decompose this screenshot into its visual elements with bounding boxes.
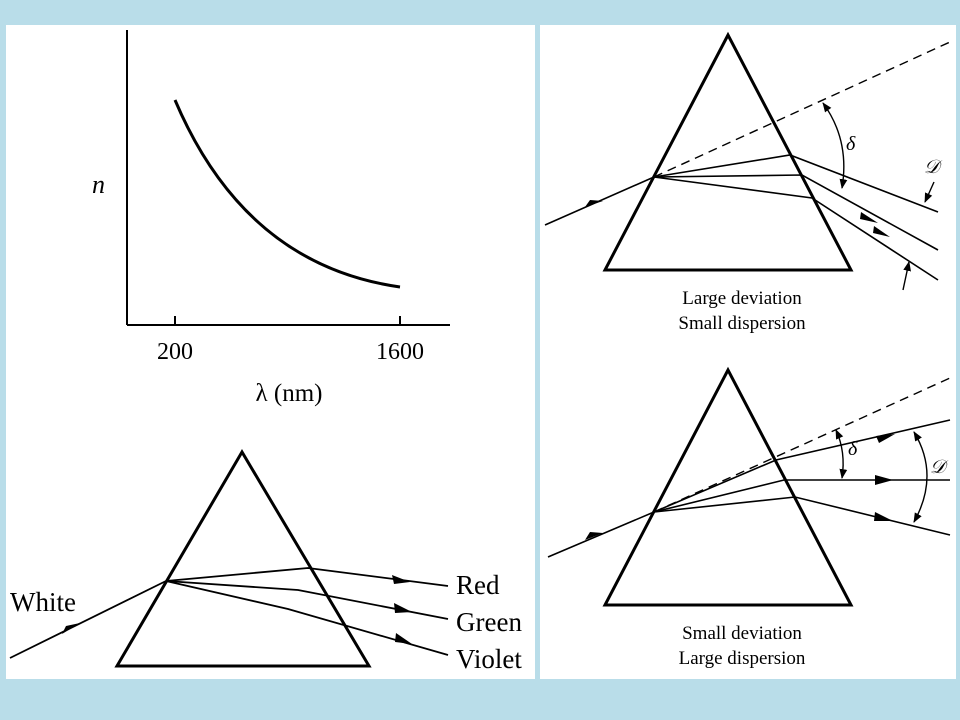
out-arrow-bottom-1	[876, 434, 895, 443]
incident-ray-bottom	[547, 511, 655, 558]
undeviated-dashed-bottom	[653, 377, 951, 513]
red-label: Red	[456, 570, 500, 600]
dispersion-graph: n 200 1600 λ (nm)	[92, 30, 450, 407]
out-arrow-top-2	[860, 212, 878, 223]
white-ray-arrow	[62, 623, 80, 634]
left-panel	[6, 25, 535, 679]
white-light-prism-diagram: White Red Green Violet	[9, 449, 522, 674]
y-axis-label: n	[92, 170, 105, 199]
violet-label: Violet	[456, 644, 522, 674]
delta-label-top: δ	[846, 133, 856, 155]
delta-label-bottom: δ	[848, 438, 858, 460]
prism-triangle-top	[602, 31, 854, 272]
dispersion-pointer-top-upper	[924, 181, 935, 203]
violet-arrow	[395, 633, 412, 644]
dispersion-curve	[173, 99, 401, 289]
out-arrow-bottom-2	[875, 475, 893, 485]
incident-arrow-bottom	[585, 532, 603, 540]
small-deviation-prism-diagram: δ 𝒟 Small deviation Large dispersion	[547, 366, 951, 669]
dispersion-label-bottom: 𝒟	[930, 457, 949, 478]
green-ray	[165, 580, 449, 620]
violet-ray	[165, 580, 449, 656]
refracted-ray-top-3	[653, 176, 939, 281]
caption-top-line2: Small dispersion	[678, 313, 806, 334]
refracted-ray-top-2	[653, 174, 939, 251]
prism-triangle-bottom	[602, 366, 854, 607]
out-arrow-bottom-3	[874, 512, 893, 521]
out-arrow-top-3	[873, 226, 890, 237]
dispersion-pointer-top-lower	[902, 261, 911, 291]
refracted-ray-top-1	[653, 154, 939, 213]
white-ray	[9, 580, 167, 659]
x-axis-label: λ (nm)	[256, 380, 323, 407]
green-label: Green	[456, 607, 522, 637]
dispersion-arc-bottom	[913, 431, 928, 523]
refracted-ray-bottom-2	[653, 479, 950, 513]
prism-triangle	[114, 449, 372, 668]
caption-top-line1: Large deviation	[682, 288, 802, 309]
caption-bottom-line2: Large dispersion	[679, 648, 806, 669]
red-arrow	[392, 575, 410, 584]
x-tick-label-1600: 1600	[376, 339, 424, 365]
right-panel	[540, 25, 956, 679]
x-tick-label-200: 200	[157, 339, 193, 365]
incident-arrow-top	[585, 200, 603, 207]
delta-arc-top	[822, 102, 848, 189]
dispersion-label-top: 𝒟	[924, 157, 943, 178]
white-label: White	[10, 587, 76, 617]
refracted-ray-bottom-1	[653, 419, 951, 513]
refracted-ray-bottom-3	[653, 496, 951, 536]
caption-bottom-line1: Small deviation	[682, 623, 802, 644]
undeviated-dashed-top	[653, 41, 951, 178]
delta-arc-bottom	[835, 429, 848, 479]
green-arrow	[394, 603, 412, 613]
large-deviation-prism-diagram: δ 𝒟 Large deviation Small dispersion	[544, 31, 951, 334]
